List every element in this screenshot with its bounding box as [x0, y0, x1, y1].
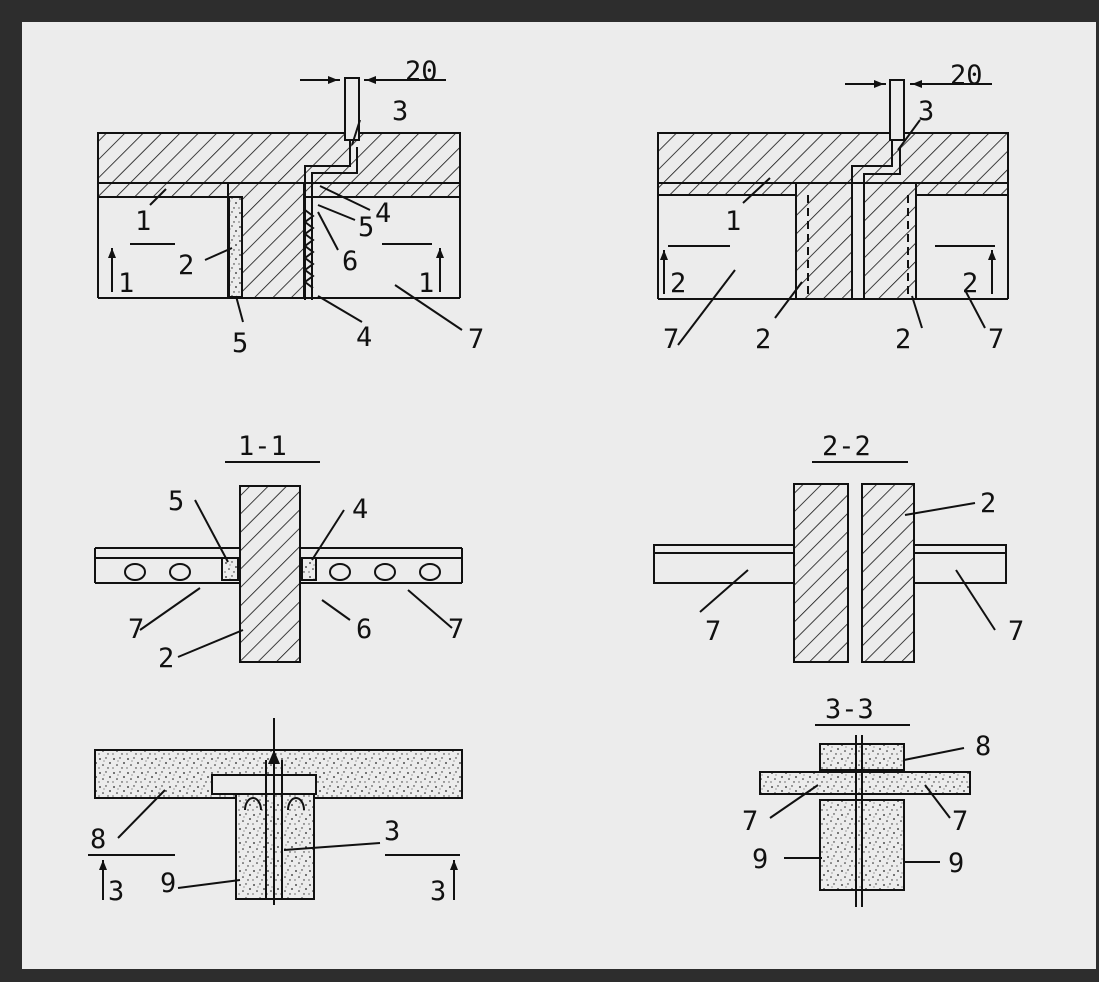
label-7: 7 [952, 806, 968, 837]
label-2: 2 [158, 643, 174, 674]
dim-label-left: 20 [405, 56, 438, 87]
elevation-right [657, 79, 1009, 346]
slab-top-left [97, 132, 461, 184]
label-6: 6 [356, 614, 372, 645]
label-5: 5 [358, 212, 374, 243]
slab-top-right [657, 132, 1009, 184]
label-8: 8 [975, 731, 991, 762]
label-2: 2 [895, 324, 911, 355]
label-5: 5 [232, 328, 248, 359]
label-3: 3 [384, 816, 400, 847]
section-mark-1-left: 1 [118, 268, 134, 299]
label-7: 7 [742, 806, 758, 837]
label-6: 6 [342, 246, 358, 277]
section-mark-3-right: 3 [430, 876, 446, 907]
label-1: 1 [135, 206, 151, 237]
label-9: 9 [752, 844, 768, 875]
label-7: 7 [705, 616, 721, 647]
label-3: 3 [918, 96, 934, 127]
wall-section-2-2-b [861, 483, 915, 663]
label-7: 7 [448, 614, 464, 645]
section-mark-3-left: 3 [108, 876, 124, 907]
wall-section-1-1 [239, 485, 301, 663]
label-7: 7 [1008, 616, 1024, 647]
label-4: 4 [356, 322, 372, 353]
label-1: 1 [725, 206, 741, 237]
label-4: 4 [352, 494, 368, 525]
section-2-2 [653, 461, 1007, 663]
wall-right-a [795, 182, 853, 300]
label-7: 7 [128, 614, 144, 645]
label-3: 3 [392, 96, 408, 127]
section-3-plan [88, 718, 463, 905]
wall-section-2-2-a [793, 483, 849, 663]
label-8: 8 [90, 824, 106, 855]
label-5: 5 [168, 486, 184, 517]
label-9: 9 [160, 868, 176, 899]
label-7: 7 [468, 324, 484, 355]
section-3-3 [759, 724, 971, 907]
section-mark-2-left: 2 [670, 268, 686, 299]
labels: 20 3 4 5 6 1 2 1 1 5 4 7 20 3 1 2 2 7 2 … [90, 56, 1024, 907]
label-4: 4 [375, 198, 391, 229]
dim-label-right: 20 [950, 60, 983, 91]
section-title-3-3: 3-3 [825, 694, 874, 725]
label-7: 7 [988, 324, 1004, 355]
label-7: 7 [663, 324, 679, 355]
label-9: 9 [948, 848, 964, 879]
elevation-left [97, 77, 463, 331]
label-2: 2 [980, 488, 996, 519]
section-mark-1-right: 1 [418, 268, 434, 299]
label-2: 2 [755, 324, 771, 355]
section-mark-2-right: 2 [962, 268, 978, 299]
label-2: 2 [178, 250, 194, 281]
section-1-1 [94, 461, 463, 663]
section-title-1-1: 1-1 [238, 431, 287, 462]
slab-7-section [759, 771, 971, 795]
section-title-2-2: 2-2 [822, 431, 871, 462]
